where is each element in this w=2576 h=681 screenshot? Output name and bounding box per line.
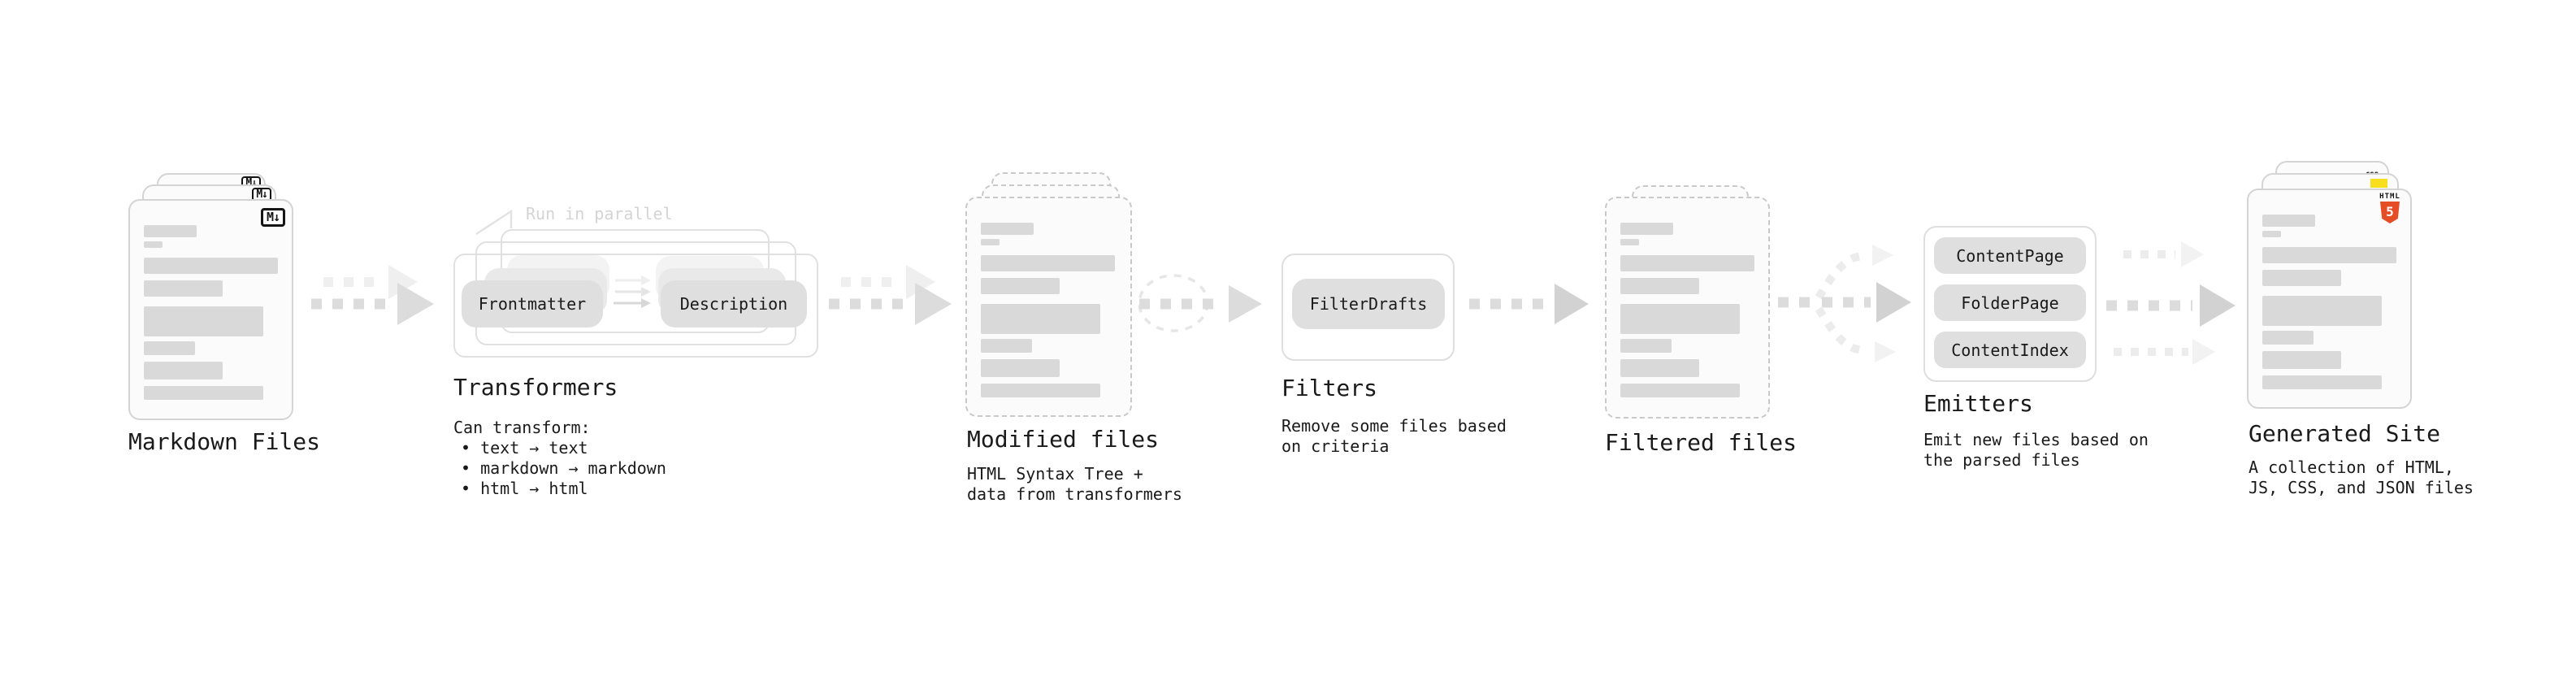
- contentpage-pill: ContentPage: [1934, 237, 2086, 274]
- description-line: HTML Syntax Tree +: [967, 464, 1143, 484]
- description-line: on criteria: [1281, 436, 1390, 456]
- flow-arrow-markdown-to-transformers: [311, 265, 434, 325]
- description-line: Emit new files based on: [1923, 430, 2149, 449]
- description-line: Remove some files based: [1281, 416, 1507, 436]
- fanin-arrows-emitters-to-generated: [2106, 241, 2236, 365]
- description-line: A collection of HTML,: [2249, 458, 2454, 477]
- doc-content-placeholder: [2249, 190, 2410, 407]
- description-line: • text → text: [461, 438, 588, 458]
- file-card: M↓: [128, 199, 293, 420]
- doc-content-placeholder: [130, 201, 292, 419]
- generated-site-description: A collection of HTML, JS, CSS, and JSON …: [2249, 458, 2474, 498]
- contentindex-pill: ContentIndex: [1934, 332, 2086, 368]
- fanout-arrows-filtered-to-emitters: [1778, 245, 1911, 362]
- description-line: data from transformers: [967, 484, 1182, 504]
- js-icon: [2370, 179, 2387, 188]
- html5-icon: HTML 5: [2379, 193, 2400, 223]
- parallel-arrows-icon: [614, 275, 651, 308]
- markdown-icon: M↓: [252, 188, 271, 202]
- flow-arrow-modified-to-filters: [1138, 274, 1262, 332]
- file-card: [1605, 197, 1770, 419]
- emitters-description: Emit new files based on the parsed files: [1923, 430, 2149, 471]
- filterdrafts-pill: FilterDrafts: [1292, 279, 1445, 329]
- doc-content-placeholder: [1607, 198, 1768, 417]
- description-pill: Description: [661, 280, 807, 327]
- run-in-parallel-note: Run in parallel: [526, 204, 673, 223]
- transformers-description: Can transform: • text → text • markdown …: [453, 418, 666, 499]
- stage-label-emitters: Emitters: [1923, 390, 2033, 417]
- filters-description: Remove some files based on criteria: [1281, 416, 1507, 457]
- stage-label-filters: Filters: [1281, 375, 1378, 401]
- run-in-parallel-callout-line: [475, 209, 513, 236]
- description-line: • html → html: [461, 479, 588, 498]
- stage-label-generated-site: Generated Site: [2249, 420, 2441, 447]
- modified-files-description: HTML Syntax Tree + data from transformer…: [967, 464, 1182, 505]
- description-line: the parsed files: [1923, 450, 2080, 470]
- flow-arrow-filters-to-filtered: [1469, 284, 1589, 324]
- file-card: HTML 5: [2247, 189, 2412, 409]
- stage-label-modified-files: Modified files: [967, 426, 1160, 453]
- description-line: JS, CSS, and JSON files: [2249, 478, 2474, 497]
- folderpage-pill: FolderPage: [1934, 284, 2086, 321]
- frontmatter-pill: Frontmatter: [462, 280, 603, 327]
- stage-label-transformers: Transformers: [453, 374, 618, 401]
- description-line: • markdown → markdown: [461, 458, 666, 478]
- stage-label-markdown-files: Markdown Files: [128, 428, 321, 455]
- file-card: [965, 197, 1132, 417]
- description-line: Can transform:: [453, 418, 591, 437]
- flow-arrow-transformers-to-modified: [829, 265, 952, 325]
- markdown-icon: M↓: [260, 208, 285, 227]
- doc-content-placeholder: [967, 198, 1130, 415]
- stage-label-filtered-files: Filtered files: [1605, 429, 1798, 456]
- transformers-frame: [453, 254, 818, 358]
